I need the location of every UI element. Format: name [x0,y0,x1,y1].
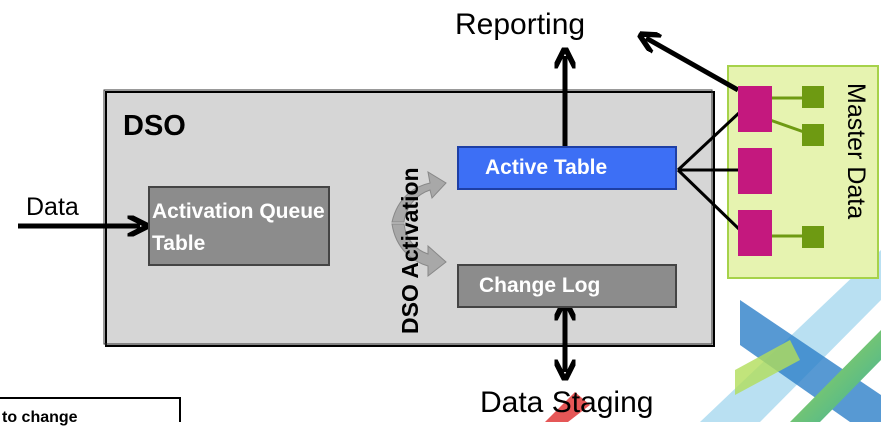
activation-queue-table: Activation Queue Table [148,186,330,266]
active-table-label: Active Table [485,156,608,179]
dso-container-shadow [103,89,713,345]
change-log-box: Change Log [457,264,677,308]
active-table-box: Active Table [457,146,677,190]
data-label: Data [26,193,79,221]
data-staging-label: Data Staging [480,386,654,419]
reporting-label: Reporting [455,8,586,41]
note-box [0,397,181,422]
dso-activation-label: DSO Activation [397,167,423,334]
master-connectors [676,110,742,232]
note-text: to change [2,409,78,426]
activation-queue-label: Activation Queue Table [152,200,325,255]
dso-title: DSO [123,110,186,142]
background-decoration [545,250,881,422]
master-data-nodes [738,86,824,256]
master-to-reporting-arrow [646,38,740,93]
master-data-label: Master Data [842,83,870,220]
change-log-label: Change Log [479,274,601,297]
activation-split-icon [391,170,447,278]
